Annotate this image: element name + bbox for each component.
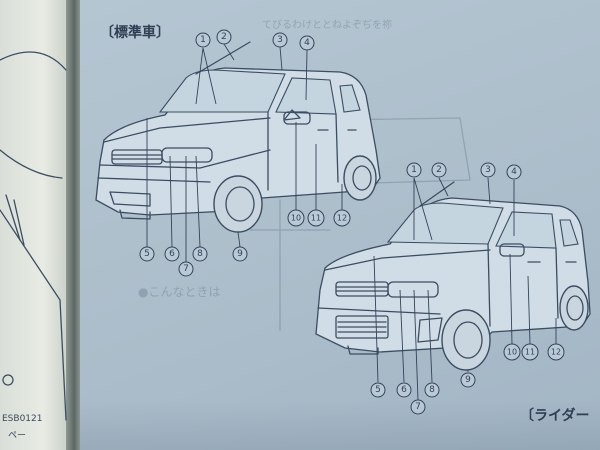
standard-car-label: 〔標準車〕 <box>100 25 170 41</box>
svg-text:9: 9 <box>237 249 243 259</box>
svg-text:11: 11 <box>311 214 321 223</box>
section-code: ESB0121 <box>2 414 43 424</box>
callout-5-standard: 5 <box>139 246 155 262</box>
callout-9-standard: 9 <box>232 246 248 262</box>
book-gutter <box>66 0 84 450</box>
callout-1-standard: 1 <box>195 32 211 48</box>
rider-leaders <box>373 177 557 401</box>
callout-3-rider: 3 <box>480 162 496 178</box>
svg-text:10: 10 <box>291 214 301 223</box>
svg-text:4: 4 <box>304 38 310 48</box>
callout-6-rider: 6 <box>396 382 412 398</box>
svg-text:5: 5 <box>144 249 150 259</box>
svg-text:9: 9 <box>465 375 471 385</box>
svg-text:5: 5 <box>375 385 381 395</box>
bleed-through-text: ●こんなときは <box>138 285 221 299</box>
svg-text:6: 6 <box>169 249 175 259</box>
svg-text:2: 2 <box>436 165 442 175</box>
svg-text:3: 3 <box>277 35 283 45</box>
callout-1-rider: 1 <box>406 162 422 178</box>
standard-leaders <box>146 43 343 262</box>
callout-7-rider: 7 <box>410 399 426 415</box>
svg-text:10: 10 <box>507 348 517 357</box>
svg-text:4: 4 <box>511 167 517 177</box>
callout-11-standard: 11 <box>307 209 325 227</box>
callout-8-standard: 8 <box>192 246 208 262</box>
callout-4-standard: 4 <box>299 35 315 51</box>
callout-2-standard: 2 <box>216 29 232 45</box>
callout-4-rider: 4 <box>506 164 522 180</box>
svg-text:11: 11 <box>525 348 535 357</box>
svg-text:2: 2 <box>221 32 227 42</box>
svg-text:3: 3 <box>485 165 491 175</box>
page-number: ペー <box>8 431 27 441</box>
faint-header-text: てびるわけととねよぞぢを祢 <box>262 20 392 31</box>
callout-12-standard: 12 <box>333 209 351 227</box>
callout-12-rider: 12 <box>547 343 565 361</box>
svg-text:8: 8 <box>197 249 203 259</box>
svg-text:8: 8 <box>429 385 435 395</box>
svg-text:1: 1 <box>411 165 417 175</box>
callout-6-standard: 6 <box>164 246 180 262</box>
svg-text:7: 7 <box>415 402 421 412</box>
svg-text:1: 1 <box>200 35 206 45</box>
page-shadow <box>80 400 600 450</box>
callout-5-rider: 5 <box>370 382 386 398</box>
callout-10-rider: 10 <box>503 343 521 361</box>
callout-7-standard: 7 <box>178 261 194 277</box>
callout-9-rider: 9 <box>460 372 476 388</box>
rider-car-drawing <box>315 181 591 371</box>
left-page <box>0 0 72 450</box>
callout-8-rider: 8 <box>424 382 440 398</box>
callout-3-standard: 3 <box>272 32 288 48</box>
left-page-drawing <box>0 51 67 421</box>
svg-text:7: 7 <box>183 264 189 274</box>
standard-car-drawing <box>95 41 381 233</box>
svg-text:6: 6 <box>401 385 407 395</box>
rider-car-label: 〔ライダー <box>520 408 590 424</box>
callout-2-rider: 2 <box>431 162 447 178</box>
svg-text:12: 12 <box>551 348 561 357</box>
callout-11-rider: 11 <box>521 343 539 361</box>
svg-text:12: 12 <box>337 214 347 223</box>
callout-10-standard: 10 <box>287 209 305 227</box>
